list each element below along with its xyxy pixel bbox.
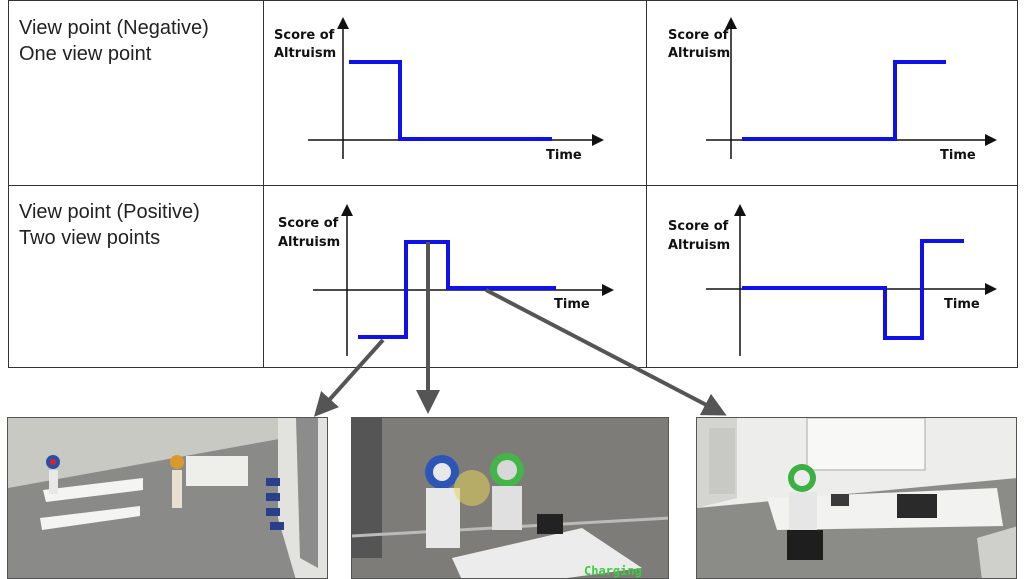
row-label-line1: View point (Negative) — [19, 17, 209, 39]
row-label-line2: One view point — [19, 43, 152, 65]
column-divider — [646, 1, 647, 367]
chart-positive-2: Score of Altruism Time — [668, 204, 997, 356]
xlabel: Time — [944, 297, 980, 312]
ylabel-line2: Altruism — [668, 46, 730, 61]
xlabel: Time — [546, 148, 582, 163]
scene-2-illustration — [352, 418, 668, 578]
chart-negative-1: Score of Altruism Time — [274, 17, 604, 163]
row-label-line1: View point (Positive) — [19, 201, 200, 223]
altruism-curve — [742, 60, 946, 141]
scene-image-2: Charging — [351, 417, 669, 579]
row-label-negative: View point (Negative) One view point — [19, 15, 209, 67]
ylabel-line1: Score of — [274, 28, 335, 43]
column-divider — [263, 1, 264, 367]
altruism-curve — [742, 239, 964, 340]
chart-negative-2: Score of Altruism Time — [668, 17, 997, 163]
ylabel-line2: Altruism — [278, 235, 340, 250]
ylabel-line2: Altruism — [668, 238, 730, 253]
ylabel-line2: Altruism — [274, 46, 336, 61]
arrow-to-scene-1 — [313, 338, 385, 417]
ylabel-line1: Score of — [668, 28, 729, 43]
row-label-line2: Two view points — [19, 227, 161, 249]
xlabel: Time — [554, 297, 590, 312]
scene-image-1 — [7, 417, 328, 579]
xlabel: Time — [940, 148, 976, 163]
scene-1-illustration — [8, 418, 327, 578]
altruism-curve — [349, 60, 552, 141]
scene-image-3 — [696, 417, 1017, 579]
row-divider — [9, 185, 1017, 186]
row-label-positive: View point (Positive) Two view points — [19, 199, 200, 251]
arrow-to-scene-3 — [485, 288, 727, 416]
charging-status-label: Charging — [584, 564, 642, 578]
scene-3-illustration — [697, 418, 1016, 578]
ylabel-line1: Score of — [278, 216, 339, 231]
ylabel-line1: Score of — [668, 219, 729, 234]
scenario-table: View point (Negative) One view point Vie… — [8, 0, 1018, 368]
